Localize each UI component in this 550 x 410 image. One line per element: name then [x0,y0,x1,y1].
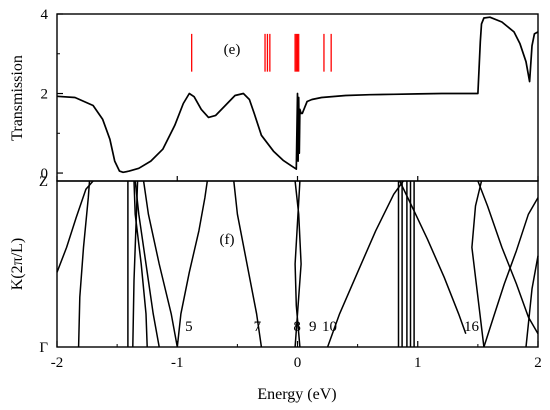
state-markers [191,33,332,72]
band-curves [56,180,539,348]
band-label-1: 7 [254,319,262,335]
transmission-y-axis-ticks: 0 2 4 [41,7,63,182]
band-label-2: 8 [293,319,301,335]
band-label-3: 9 [309,319,317,335]
band-line-8 [233,180,263,348]
band-line-5 [133,180,148,348]
band-line-4 [134,180,160,348]
x-tick-label-4: 2 [534,355,542,371]
band-line-1 [56,180,94,273]
y-tick-label-0: 0 [41,166,49,182]
k-tick-label-1: Z [39,174,48,190]
band-line-0 [77,180,91,348]
panel-label-e: (e) [224,42,241,58]
band-line-18 [471,180,485,348]
panel-label-f: (f) [220,232,235,248]
band-label-4: 10 [322,319,337,335]
x-tick-label-0: -2 [51,355,64,371]
x-tick-label-3: 1 [414,355,422,371]
band-y-axis-label: K(2π/L) [9,238,26,291]
band-line-11 [326,180,404,348]
panel-transmission: 0 2 4 (e) Transmission [9,7,539,182]
band-line-7 [142,180,179,348]
band-label-5: 16 [464,319,480,335]
x-tick-label-2: 0 [294,355,302,371]
x-axis-label: Energy (eV) [257,386,336,403]
y-tick-label-1: 2 [41,87,49,103]
band-line-6 [176,180,209,348]
transmission-y-axis-label: Transmission [9,55,26,141]
band-axis-ticks: -2 -1 0 1 2 Γ Z [39,174,542,371]
x-tick-label-1: -1 [171,355,184,371]
y-tick-label-2: 4 [41,7,49,23]
band-line-10 [294,180,301,348]
band-line-21 [525,255,539,348]
band-line-17 [399,180,467,334]
band-line-20 [477,180,539,335]
band-label-0: 5 [185,319,193,335]
transmission-curve [56,16,539,174]
k-tick-label-0: Γ [39,340,48,356]
